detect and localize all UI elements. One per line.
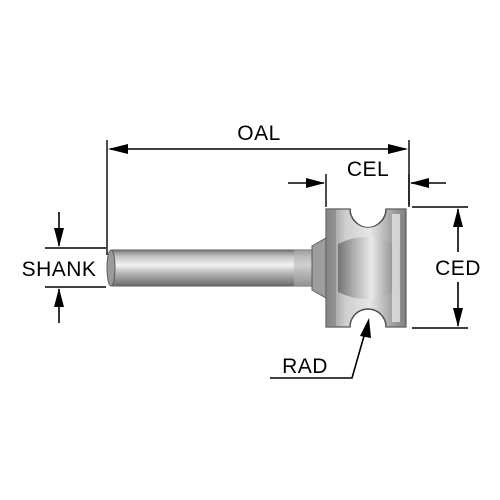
shank-arrow-top-icon (54, 228, 64, 247)
cel-arrow-left-icon (306, 178, 325, 188)
bit-neck (311, 237, 327, 299)
cel-arrow-right-icon (410, 178, 429, 188)
ced-dimension: CED (412, 206, 481, 329)
cel-dimension: CEL (288, 158, 446, 207)
ced-arrow-bottom-icon (453, 308, 463, 327)
rad-leader-line (270, 321, 369, 379)
bit-shank (106, 249, 320, 287)
rad-leader: RAD (270, 318, 371, 379)
shank-label: SHANK (22, 258, 97, 281)
ced-label: CED (435, 257, 481, 280)
ced-arrow-top-icon (453, 208, 463, 227)
rad-label: RAD (282, 355, 328, 378)
oal-arrow-left-icon (108, 144, 128, 154)
oal-label: OAL (237, 122, 281, 145)
rad-arrow-icon (360, 318, 371, 338)
bit-cutter-head (325, 208, 407, 328)
router-bit-icon (106, 208, 407, 328)
oal-dimension: OAL (106, 122, 410, 255)
shank-dimension: SHANK (22, 212, 106, 323)
oal-arrow-right-icon (388, 144, 408, 154)
cel-label: CEL (347, 158, 389, 181)
shank-arrow-bottom-icon (54, 288, 64, 307)
